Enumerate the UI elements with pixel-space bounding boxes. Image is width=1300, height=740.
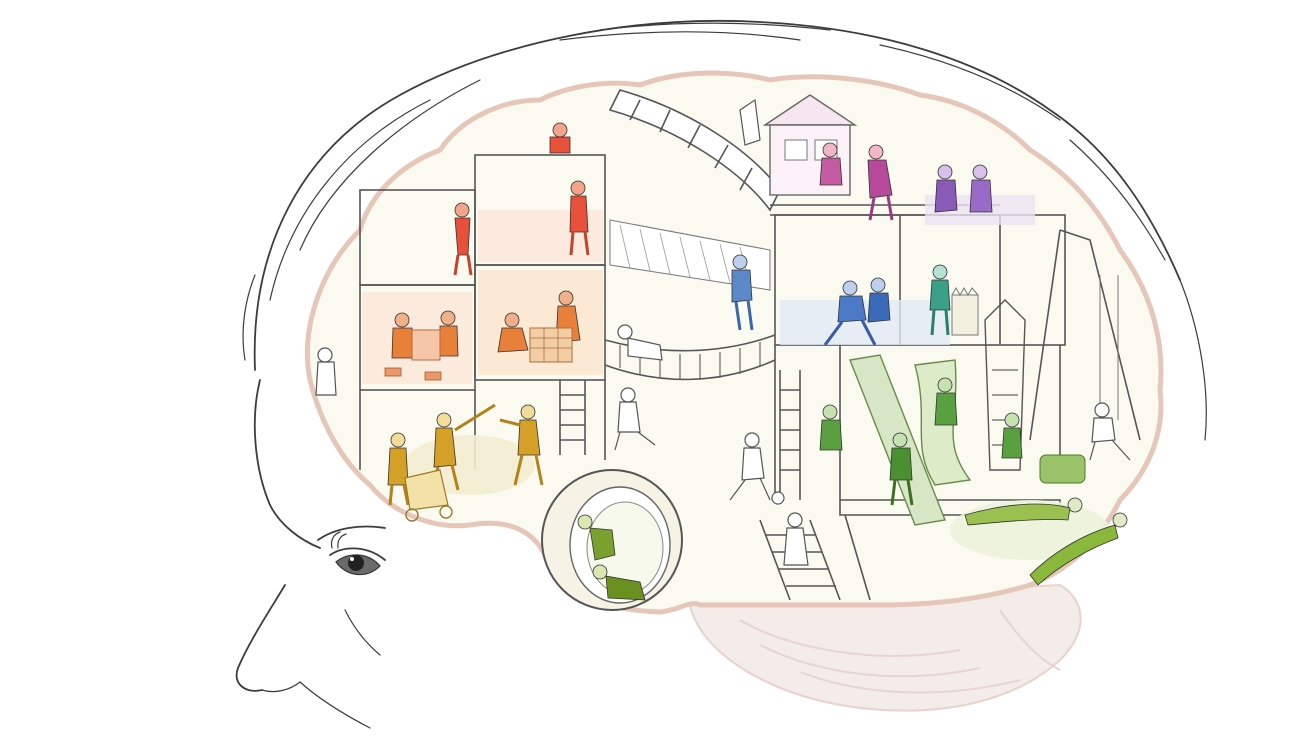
kid-blue-2 (867, 277, 891, 323)
kid-outline-swing (1089, 402, 1131, 461)
kid-pink-1 (819, 142, 843, 186)
kid-outline-rope (315, 347, 337, 396)
kid-yellow-1 (387, 432, 410, 506)
ball-icon (771, 491, 785, 505)
kid-outline-hanging (614, 387, 656, 451)
kid-green-3 (934, 377, 958, 426)
kid-purple-2 (969, 164, 993, 213)
kid-orange-2 (439, 310, 459, 357)
kid-purple-1 (934, 164, 958, 213)
kids (315, 122, 1131, 601)
kid-orange-1 (391, 312, 415, 359)
kid-resting-1 (964, 497, 1083, 526)
kid-yellow-3 (513, 404, 544, 486)
kid-green-2 (889, 432, 914, 506)
kid-red-2 (569, 180, 590, 256)
kid-red-3 (549, 122, 571, 154)
kid-blue-net (731, 254, 754, 331)
kid-tunnel-1 (577, 514, 616, 561)
kid-outline-running (729, 432, 771, 501)
kid-resting-2 (1029, 512, 1128, 586)
kid-outline-bridge (617, 324, 663, 361)
kid-orange-3 (497, 312, 529, 353)
kid-green-1 (819, 404, 843, 451)
kid-teal (929, 264, 951, 336)
kid-pink-2 (867, 144, 894, 221)
child-head (235, 19, 1207, 729)
child-eye (329, 531, 386, 576)
kid-blue-1 (823, 280, 877, 346)
kid-red-1 (453, 202, 473, 276)
kid-outline-stairs (783, 512, 809, 566)
kid-tunnel-2 (592, 564, 646, 601)
kid-green-4 (1001, 412, 1023, 459)
cerebellum (688, 583, 1082, 712)
